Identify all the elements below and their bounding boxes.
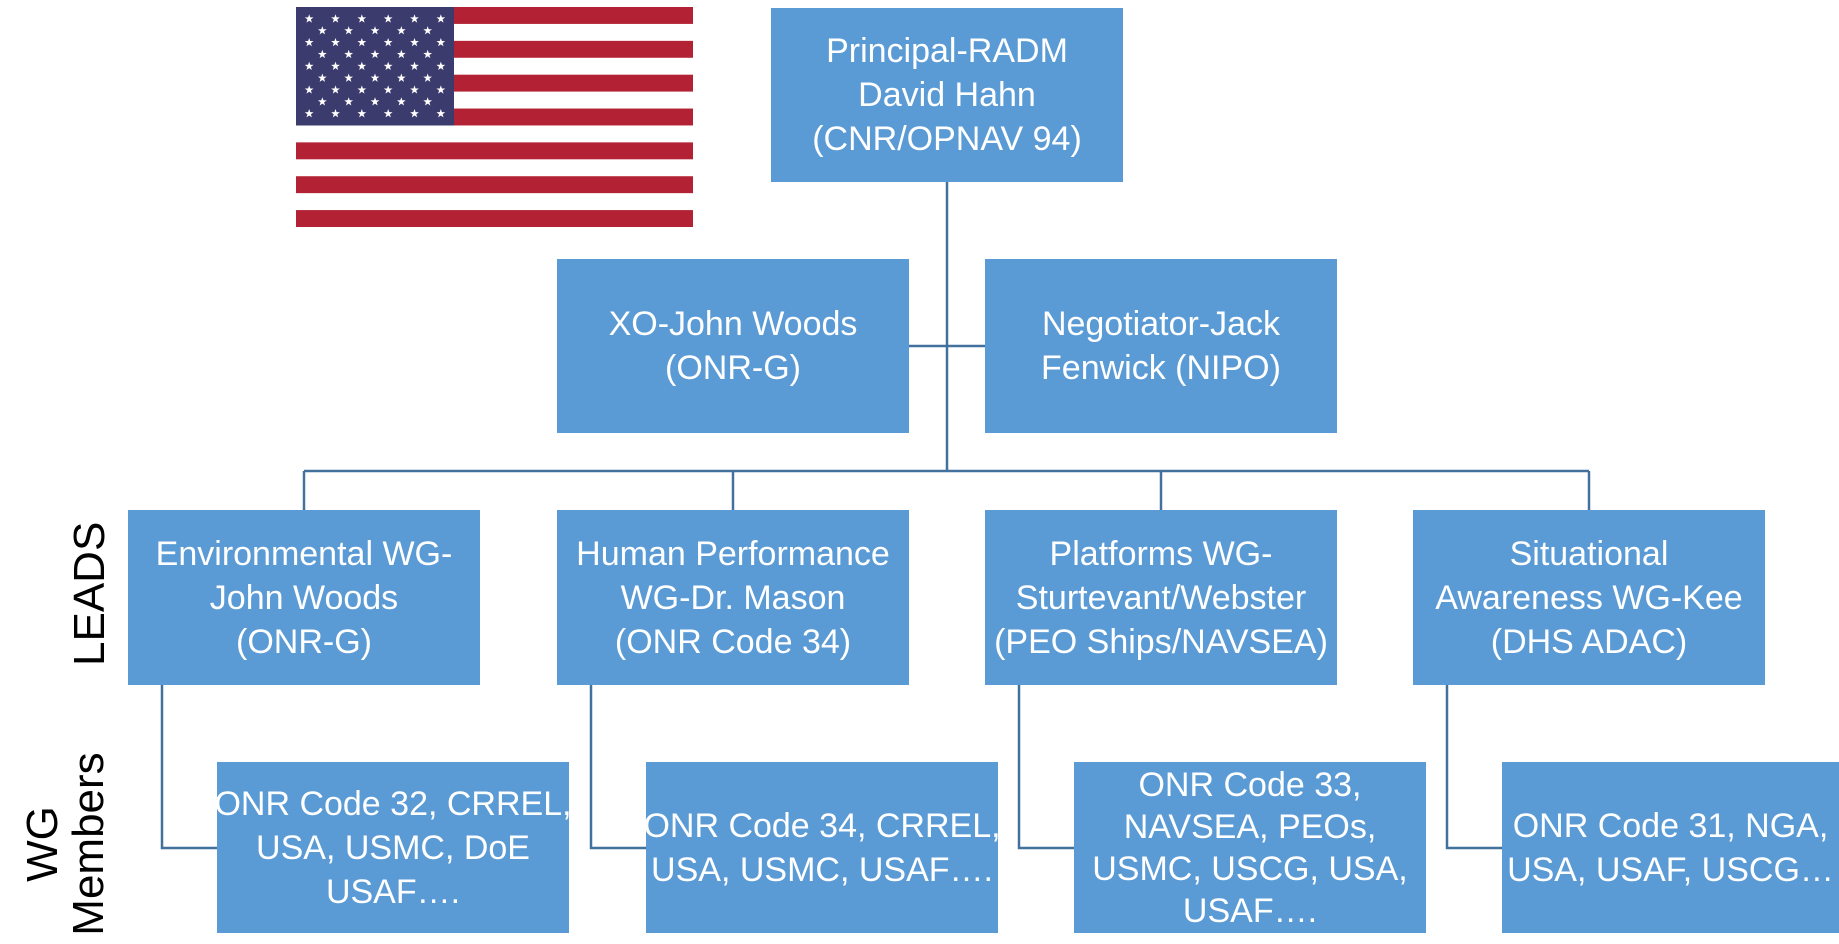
lead-line: Environmental WG- bbox=[155, 534, 453, 573]
members-line: USA, USMC, USAF…. bbox=[651, 850, 993, 889]
principal-line-2: David Hahn bbox=[858, 76, 1036, 114]
lead-box-platforms: Platforms WG- Sturtevant/Webster (PEO Sh… bbox=[985, 510, 1337, 685]
lead-box-human-performance: Human Performance WG-Dr. Mason (ONR Code… bbox=[557, 510, 909, 685]
members-line: USMC, USCG, USA, bbox=[1092, 849, 1408, 888]
members-box-environmental: ONR Code 32, CRREL, USA, USMC, DoE USAF…… bbox=[214, 762, 572, 933]
members-line: ONR Code 33, bbox=[1138, 765, 1362, 804]
members-box-human-performance: ONR Code 34, CRREL, USA, USMC, USAF…. bbox=[643, 762, 1001, 933]
principal-box: Principal-RADM David Hahn (CNR/OPNAV 94) bbox=[771, 8, 1123, 182]
xo-line-2: (ONR-G) bbox=[665, 349, 801, 387]
members-box-platforms: ONR Code 33, NAVSEA, PEOs, USMC, USCG, U… bbox=[1074, 762, 1426, 933]
leads-side-label: LEADS bbox=[65, 521, 114, 666]
lead-line: Human Performance bbox=[576, 534, 890, 573]
members-line: USAF…. bbox=[1182, 891, 1318, 930]
xo-line-1: XO-John Woods bbox=[608, 305, 858, 343]
lead-line: John Woods bbox=[209, 578, 399, 617]
lead-line: Situational bbox=[1509, 534, 1669, 573]
lead-line: Awareness WG-Kee bbox=[1435, 578, 1743, 617]
members-line: NAVSEA, PEOs, bbox=[1123, 807, 1377, 846]
lead-box-environmental: Environmental WG- John Woods (ONR-G) bbox=[128, 510, 480, 685]
members-line: USA, USMC, DoE bbox=[256, 828, 530, 867]
members-box-situational-awareness: ONR Code 31, NGA, USA, USAF, USCG… bbox=[1502, 762, 1839, 933]
negotiator-line-2: Fenwick (NIPO) bbox=[1041, 349, 1281, 387]
members-line: ONR Code 34, CRREL, bbox=[643, 806, 1001, 845]
lead-box-situational-awareness: Situational Awareness WG-Kee (DHS ADAC) bbox=[1413, 510, 1765, 685]
lead-line: (ONR-G) bbox=[236, 622, 372, 661]
members-line: USAF…. bbox=[325, 872, 461, 911]
principal-line-3: (CNR/OPNAV 94) bbox=[812, 120, 1082, 158]
principal-line-1: Principal-RADM bbox=[826, 32, 1068, 70]
lead-line: WG-Dr. Mason bbox=[620, 578, 846, 617]
negotiator-line-1: Negotiator-Jack bbox=[1041, 305, 1281, 343]
us-flag-icon bbox=[296, 7, 693, 227]
wg-members-line-2: Members bbox=[64, 752, 113, 936]
wg-members-side-label: WG Members bbox=[18, 744, 116, 944]
xo-box: XO-John Woods (ONR-G) bbox=[557, 259, 909, 433]
lead-line: Platforms WG- bbox=[1049, 534, 1273, 573]
lead-line: (PEO Ships/NAVSEA) bbox=[994, 622, 1328, 661]
lead-line: Sturtevant/Webster bbox=[1015, 578, 1307, 617]
negotiator-box: Negotiator-Jack Fenwick (NIPO) bbox=[985, 259, 1337, 433]
members-line: ONR Code 31, NGA, bbox=[1512, 806, 1829, 845]
members-line: ONR Code 32, CRREL, bbox=[214, 784, 572, 823]
lead-line: (ONR Code 34) bbox=[614, 622, 852, 661]
wg-members-line-1: WG bbox=[18, 806, 67, 882]
lead-line: (DHS ADAC) bbox=[1490, 622, 1688, 661]
members-line: USA, USAF, USCG… bbox=[1507, 850, 1834, 889]
